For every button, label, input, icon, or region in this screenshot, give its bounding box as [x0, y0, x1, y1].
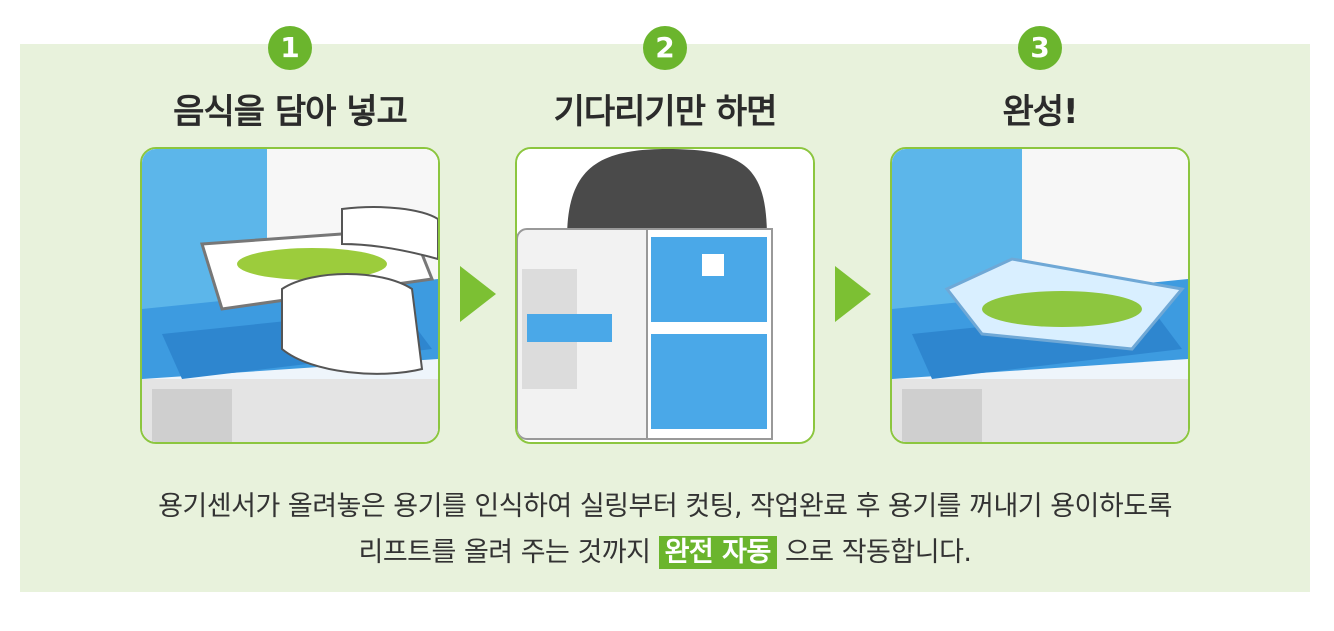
feature-panel: 1 음식을 담아 넣고 2 기다리기만 하면: [20, 26, 1310, 592]
step-2-badge: 2: [643, 26, 687, 70]
description-text-before: 리프트를 올려 주는 것까지: [358, 537, 652, 568]
description-text-after: 으로 작동합니다.: [784, 537, 972, 568]
step-1-illustration: [140, 147, 440, 444]
step-3-illustration: [890, 147, 1190, 444]
step-2-illustration: [515, 147, 815, 444]
step-1-title: 음식을 담아 넣고: [173, 92, 408, 132]
step-3-title: 완성!: [1002, 92, 1078, 132]
step-3-badge: 3: [1018, 26, 1062, 70]
step-2-title: 기다리기만 하면: [553, 92, 778, 132]
description-line-1: 용기센서가 올려놓은 용기를 인식하여 실링부터 컷팅, 작업완료 후 용기를 …: [158, 491, 1172, 522]
step-arrow-icon: [460, 266, 496, 322]
step-1-badge: 1: [268, 26, 312, 70]
highlight-badge: 완전 자동: [658, 536, 777, 569]
step-arrow-icon: [835, 266, 871, 322]
description-line-2: 리프트를 올려 주는 것까지 완전 자동 으로 작동합니다.: [20, 530, 1310, 569]
